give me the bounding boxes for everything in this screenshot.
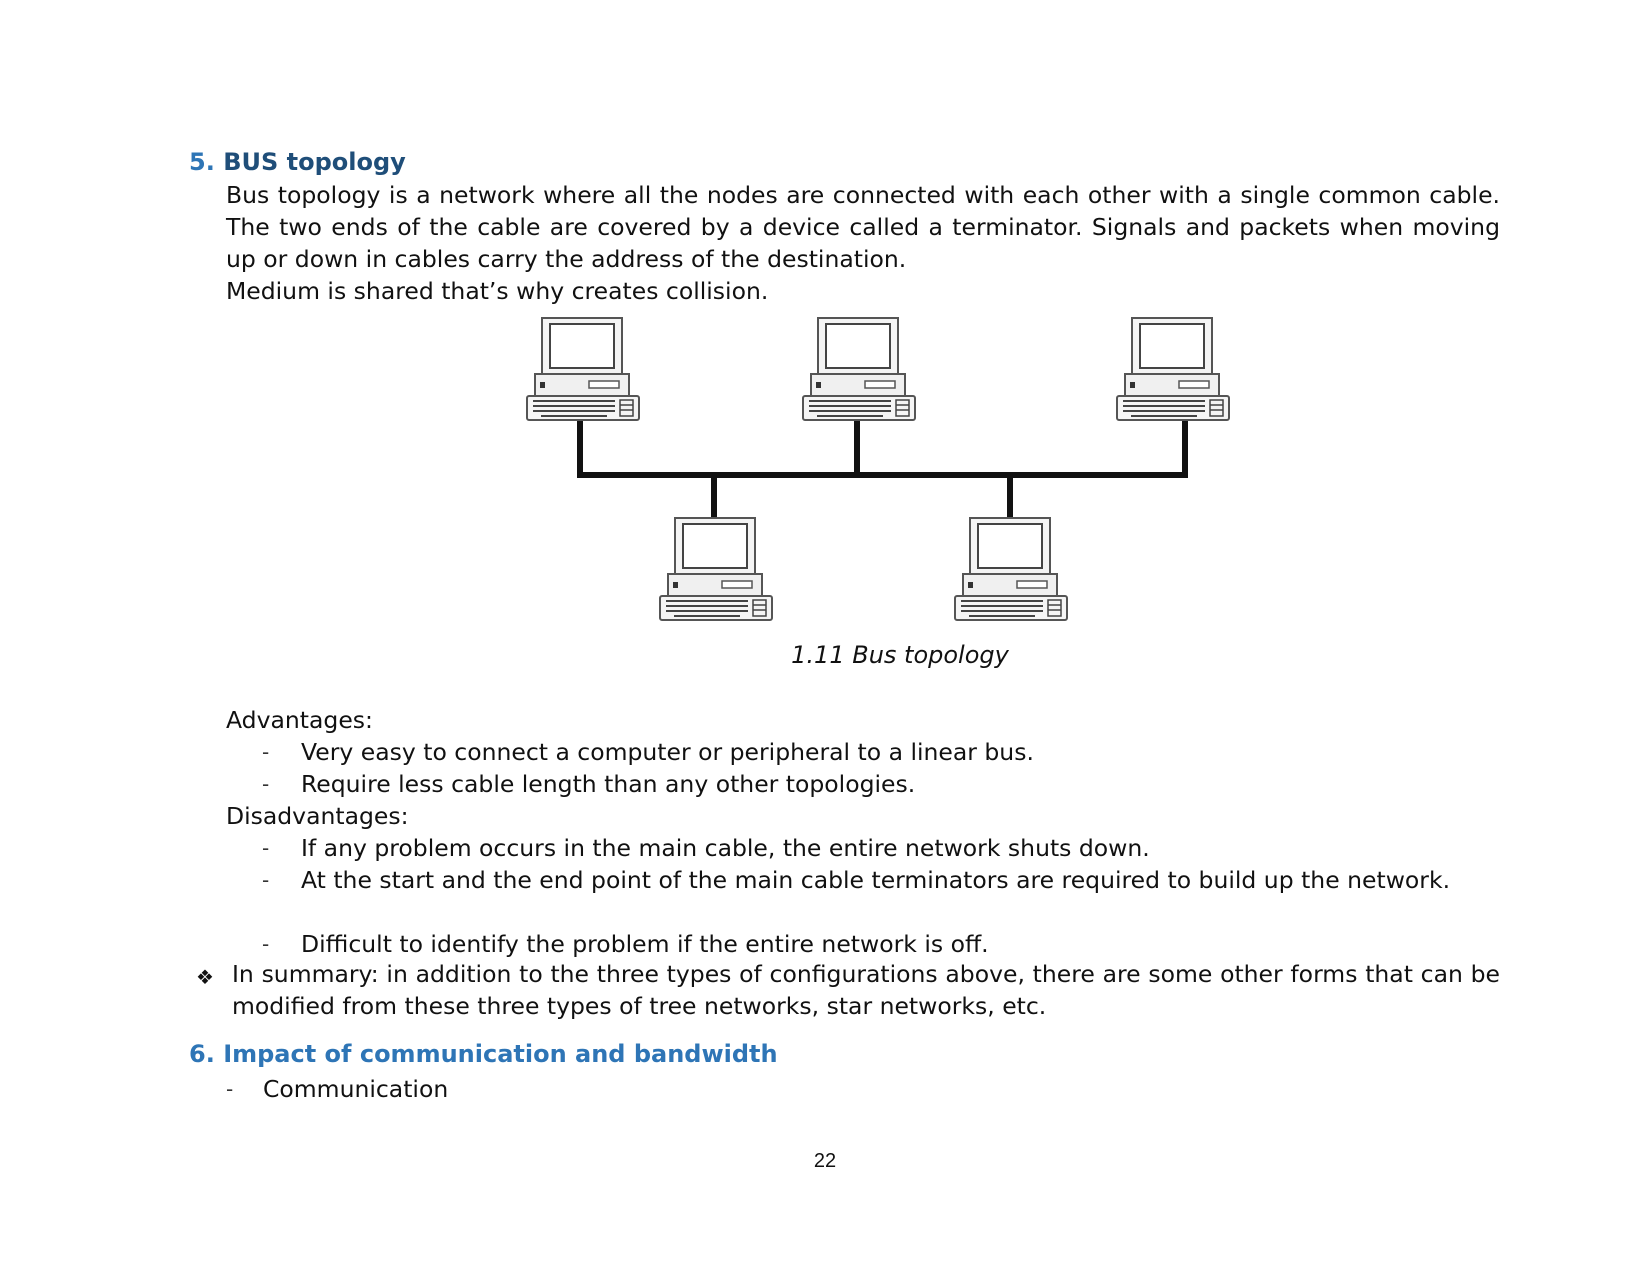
section-title: BUS topology bbox=[223, 148, 406, 176]
bus-topology-diagram bbox=[526, 317, 1230, 621]
section-heading-bus-topology: 5. BUS topology bbox=[189, 148, 406, 176]
bus-cable bbox=[577, 417, 1188, 520]
computer-node-icon bbox=[802, 317, 916, 421]
paragraph: Bus topology is a network where all the … bbox=[226, 181, 1500, 273]
summary-text: In summary: in addition to the three typ… bbox=[232, 960, 1500, 1020]
advantages-label: Advantages: bbox=[226, 706, 373, 734]
list-dash: - bbox=[262, 932, 270, 956]
list-dash: - bbox=[262, 772, 270, 796]
paragraph: Medium is shared that’s why creates coll… bbox=[226, 277, 769, 305]
list-item: Require less cable length than any other… bbox=[301, 770, 916, 798]
bus-topology-description: Bus topology is a network where all the … bbox=[226, 179, 1500, 307]
computer-node-icon bbox=[526, 317, 640, 421]
list-dash: - bbox=[262, 868, 270, 892]
list-dash: - bbox=[262, 836, 270, 860]
computer-node-icon bbox=[1116, 317, 1230, 421]
list-item: Very easy to connect a computer or perip… bbox=[301, 738, 1034, 766]
list-dash: - bbox=[226, 1077, 234, 1101]
section-number: 6. bbox=[189, 1040, 215, 1068]
computer-node-icon bbox=[954, 517, 1068, 621]
list-item: At the start and the end point of the ma… bbox=[301, 866, 1451, 894]
disadvantages-label: Disadvantages: bbox=[226, 802, 409, 830]
section-number: 5. bbox=[189, 148, 215, 176]
computer-node-icon bbox=[659, 517, 773, 621]
figure-caption: 1.11 Bus topology bbox=[791, 641, 1009, 669]
section-title: Impact of communication and bandwidth bbox=[223, 1040, 778, 1068]
list-item: If any problem occurs in the main cable,… bbox=[301, 834, 1150, 862]
list-item: Difficult to identify the problem if the… bbox=[301, 930, 989, 958]
list-dash: - bbox=[262, 740, 270, 764]
page-number: 22 bbox=[813, 1150, 837, 1172]
diamond-bullet-icon: ❖ bbox=[196, 965, 214, 989]
list-item: Communication bbox=[263, 1075, 449, 1103]
section-heading-impact: 6. Impact of communication and bandwidth bbox=[189, 1040, 778, 1068]
